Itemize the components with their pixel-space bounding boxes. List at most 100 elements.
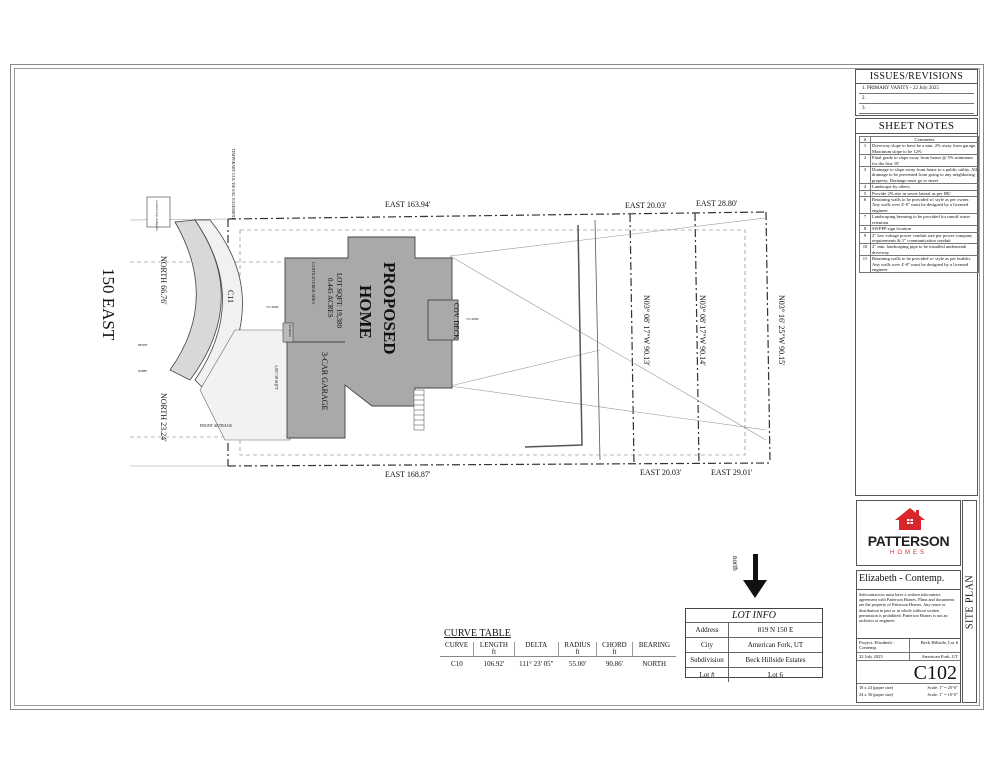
lot-info-row: Lot # Lot 6 — [686, 668, 822, 682]
dim-bearing-3: N03° 16' 25"W 90.15' — [777, 295, 786, 366]
driveway-sqft: 1,007.38 SQFT — [273, 365, 279, 390]
lot-line-bottom — [227, 462, 771, 467]
dim-top-mid: EAST 20.03' — [625, 201, 667, 210]
delta-cell: 111° 23' 05" — [519, 660, 554, 668]
revision-item: 3. — [859, 104, 974, 114]
min-slope-2: 5% MIN. — [466, 317, 479, 321]
curve-row: C10 106.92' 111° 23' 05" 55.00' 90.86' N… — [440, 657, 676, 670]
dim-top-main: EAST 163.94' — [385, 200, 431, 209]
lot-info-row: Address 819 N 150 E — [686, 623, 822, 638]
radius-cell: 55.00' — [568, 660, 586, 668]
disclaimer-text: Subcontractors must have a written subco… — [857, 590, 960, 639]
sheet-number: C102 — [857, 661, 960, 685]
revisions-box: ISSUES/REVISIONS 1. PRIMARY VANITY - 22 … — [855, 69, 978, 116]
street-label: 150 EAST — [99, 268, 118, 341]
length-cell: 106.92' — [483, 660, 505, 668]
sewer-label: sewer — [138, 342, 148, 347]
garage-label: 3-CAR GARAGE — [320, 352, 329, 411]
water-label: water — [138, 368, 148, 373]
covered-deck — [427, 299, 459, 341]
sheet-notes-title: SHEET NOTES — [856, 119, 977, 134]
bearing-header: BEARING — [631, 642, 676, 657]
lot-info-value: Beck Hillside Estates — [745, 656, 806, 664]
dim-north-upper: NORTH 66.76' — [159, 256, 168, 305]
porch — [282, 322, 294, 343]
lot-line-mid-1 — [629, 213, 635, 466]
lot-line-rear — [765, 211, 771, 464]
dumpster — [146, 196, 171, 228]
north-arrow-icon — [743, 554, 767, 598]
dumpster-label: construction dumpster — [155, 200, 159, 232]
brand-name: PATTERSON — [867, 533, 950, 549]
dim-bearing-2: N03° 08' 17"W 90.14' — [698, 295, 707, 366]
sheet-title-box: SITE PLAN — [962, 500, 977, 703]
project-label: Project: Elizabeth - Contemp. — [857, 639, 909, 653]
subdivision-lot: Beck Hillside, Lot 6 — [908, 639, 960, 653]
curve-header: CURVE — [445, 641, 469, 649]
revision-item: 2. — [859, 94, 974, 104]
cul-de-sac-arc — [169, 219, 222, 381]
notes-comment-header: Comments — [870, 135, 979, 144]
min-slope-1: 5% MIN. — [266, 305, 279, 309]
retaining-wall — [524, 224, 583, 448]
lot-line-top — [227, 211, 767, 220]
paper-size-2: 24 x 36 (paper size) — [859, 692, 894, 698]
bearing-cell: NORTH — [642, 660, 667, 668]
paper-size-1: 18 x 24 (paper size) — [859, 685, 894, 691]
revisions-title: ISSUES/REVISIONS — [856, 70, 977, 84]
lot-info-label: Address — [686, 623, 729, 637]
drawing-frame — [14, 68, 980, 706]
dim-bottom-mid: EAST 20.03' — [640, 468, 682, 477]
project-city: American Fork, UT — [908, 652, 960, 662]
north-label: north — [731, 556, 739, 571]
lot-line-mid-2 — [694, 212, 700, 465]
company-logo: PATTERSON HOMES — [856, 500, 961, 566]
curve-cell: C10 — [451, 660, 463, 668]
project-name: Elizabeth - Contemp. — [857, 571, 960, 590]
revision-item: 1. PRIMARY VANITY - 22 July 2025 — [859, 84, 974, 94]
curve-label: C11 — [226, 290, 235, 303]
home-label-2: HOME — [356, 285, 375, 339]
sheet-title: SITE PLAN — [964, 574, 975, 629]
lot-info-value: 819 N 150 E — [757, 626, 794, 634]
house-logo-icon — [895, 508, 925, 530]
lot-info-title: LOT INFO — [686, 609, 822, 623]
lot-info-row: Subdivision Beck Hillside Estates — [686, 653, 822, 668]
scale-1: Scale: 1" = 20'-0" — [927, 685, 958, 691]
brand-sub: HOMES — [889, 550, 927, 556]
cul-de-sac-label: TEMPORARY CUL-DE-SAC EASEMENT — [231, 148, 236, 220]
front-setback-label: FRONT SETBACK — [200, 423, 232, 428]
lot-info-label: Subdivision — [686, 653, 729, 667]
home-label-1: PROPOSED — [380, 262, 399, 355]
curve-table-title: CURVE TABLE — [444, 628, 511, 639]
cov-deck-label: COV. DECK — [452, 303, 460, 339]
project-date: 22 July 2025 — [857, 653, 909, 662]
dim-bottom-main: EAST 168.87' — [385, 470, 431, 479]
porch-label: PORCH — [288, 325, 292, 337]
lot-sqft: LOT SQFT: 19,380 — [335, 273, 343, 328]
lot-info-value: American Fork, UT — [747, 641, 804, 649]
lot-info-label: Lot # — [686, 668, 729, 682]
dim-bottom-right: EAST 29.01' — [711, 468, 753, 477]
scale-2: Scale: 1" = 10'-0" — [927, 692, 958, 698]
lot-info-value: Lot 6 — [768, 671, 783, 679]
dim-north-lower: NORTH 23.24' — [159, 393, 168, 442]
